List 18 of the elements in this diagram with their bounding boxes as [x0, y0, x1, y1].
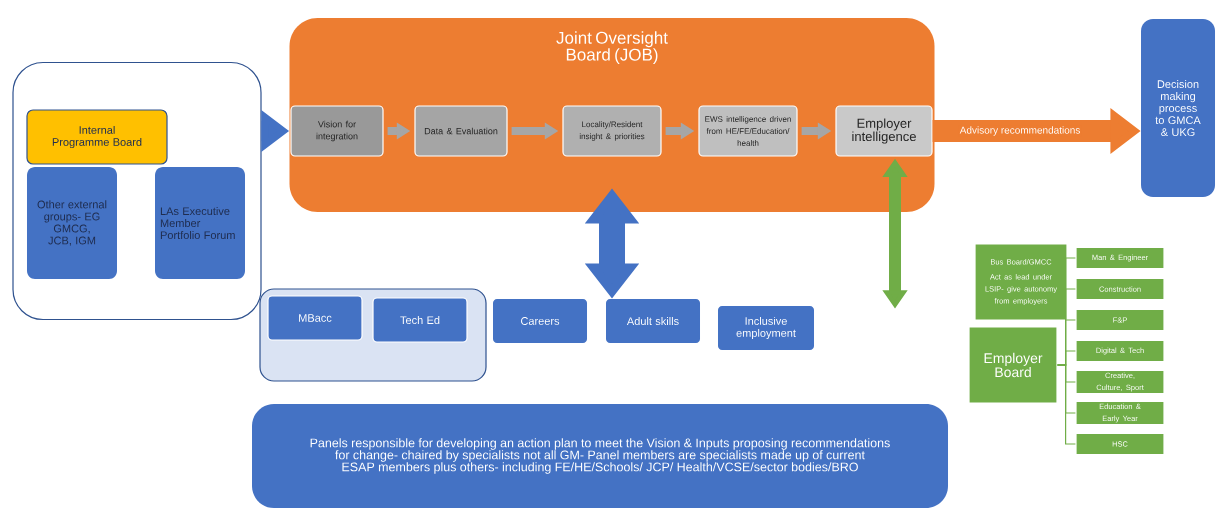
process-box: Employer intelligence: [835, 105, 933, 157]
panel-box: Adult skills: [606, 299, 700, 343]
connector-line: [1057, 364, 1076, 445]
info-box: Panels responsible for developing an action plan to meet the Vision & Inputs proposing recommendations for change- chaired by specialists not all GM- Panel members are specialists made up of current ESAP members plus others- including FE/HE/Schools/ JCP/ Health/VCSE/sector bodies/BRO: [252, 404, 948, 508]
panel-box: Tech Ed: [372, 297, 468, 343]
process-box: Locality/Resident insight & priorities: [562, 105, 662, 157]
panel-box: Careers: [493, 299, 587, 343]
panel-box: MBacc: [267, 295, 363, 341]
process-box: Vision for integration: [290, 105, 384, 157]
process-box: Data & Evaluation: [414, 105, 508, 157]
forum-box: LAs Executive Member Portfolio Forum: [155, 167, 245, 279]
panel-box: Inclusive employment: [718, 306, 814, 350]
decision-box: Decision making process to GMCA & UKG: [1141, 19, 1215, 197]
edge-label: Advisory recommendations: [958, 125, 1082, 137]
board-box: Internal Programme Board: [26, 109, 168, 165]
process-box: EWS intelligence driven from HE/FE/Education/ health: [698, 105, 798, 157]
board-box: Employer Board: [968, 326, 1058, 404]
group-box: Other external groups- EG GMCG, JCB, IGM: [27, 167, 117, 279]
